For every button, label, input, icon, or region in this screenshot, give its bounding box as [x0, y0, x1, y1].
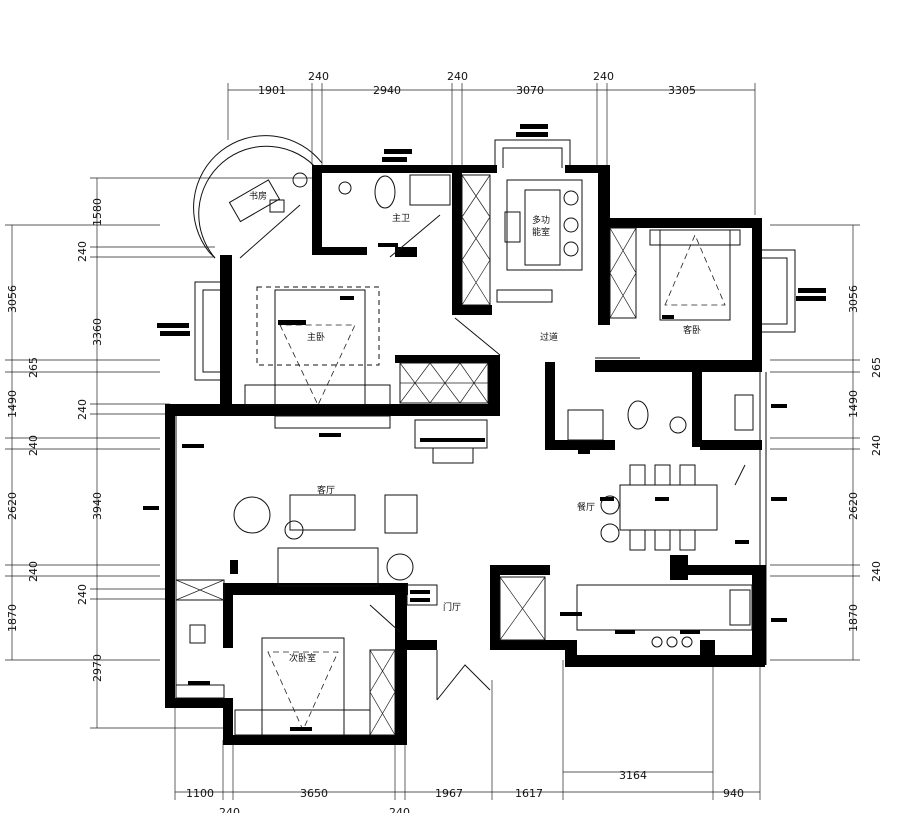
- dim-right-6: 240: [870, 561, 883, 582]
- dim-left-outer-2: 265: [27, 357, 40, 378]
- dim-bottom-3: 1967: [435, 787, 463, 800]
- room-corridor: 过道: [540, 331, 558, 343]
- dim-left-outer-6: 240: [27, 561, 40, 582]
- dim-left-inner-5: 3940: [91, 492, 104, 520]
- dimension-lines: [5, 83, 860, 800]
- dim-left-outer-1: 3056: [6, 285, 19, 313]
- wardrobe-second: [369, 649, 396, 736]
- dim-left-outer-4: 240: [27, 435, 40, 456]
- dim-bottom-2: 3650: [300, 787, 328, 800]
- wardrobe-multi: [461, 174, 491, 306]
- wardrobe-foyer: [499, 576, 546, 641]
- dim-right-1: 3056: [847, 285, 860, 313]
- dim-bottom-4: 1617: [515, 787, 543, 800]
- dimension-labels-left-outer: 3056 265 1490 240 2620 240 1870: [6, 285, 40, 632]
- dim-right-2: 265: [870, 357, 883, 378]
- room-foyer: 门厅: [443, 601, 461, 613]
- room-dining-room: 餐厅: [577, 501, 595, 513]
- dim-left-inner-2: 240: [76, 241, 89, 262]
- dimension-labels-bottom: 1100 3650 1967 1617 3164 940 240 240: [186, 769, 744, 813]
- dim-top-1: 1901: [258, 84, 286, 97]
- dim-left-outer-7: 1870: [6, 604, 19, 632]
- room-labels: 书房 主卫 多功 能室 客卧 主卧 过道 客厅 餐厅 次卧室 门厅: [249, 190, 701, 664]
- dim-top-7: 3305: [668, 84, 696, 97]
- room-study: 书房: [249, 190, 267, 202]
- dim-right-5: 2620: [847, 492, 860, 520]
- dim-right-4: 240: [870, 435, 883, 456]
- dim-left-outer-3: 1490: [6, 390, 19, 418]
- dim-right-7: 1870: [847, 604, 860, 632]
- furniture: [175, 172, 754, 736]
- dim-bottom-6: 940: [723, 787, 744, 800]
- wardrobe-guest: [609, 227, 637, 319]
- room-master-bath: 主卫: [392, 212, 410, 224]
- room-multi-function-line2: 能室: [532, 226, 550, 238]
- dim-left-inner-3: 3360: [91, 318, 104, 346]
- dim-top-3: 2940: [373, 84, 401, 97]
- dimension-labels-top: 1901 240 2940 240 3070 240 3305: [258, 70, 696, 97]
- dim-left-inner-7: 2970: [91, 654, 104, 682]
- dim-left-inner-6: 240: [76, 584, 89, 605]
- dim-bottom-cut-2: 240: [389, 806, 410, 813]
- walls: [165, 165, 766, 745]
- room-living-room: 客厅: [317, 484, 335, 496]
- room-multi-function-line1: 多功: [532, 214, 550, 226]
- dim-left-inner-1: 1580: [91, 198, 104, 226]
- dimension-labels-left-inner: 1580 240 3360 240 3940 240 2970: [76, 198, 104, 682]
- dim-bottom-1: 1100: [186, 787, 214, 800]
- dim-right-3: 1490: [847, 390, 860, 418]
- room-second-bedroom: 次卧室: [289, 652, 316, 664]
- dim-top-6: 240: [593, 70, 614, 83]
- dimension-labels-right: 3056 265 1490 240 2620 240 1870: [847, 285, 883, 632]
- dim-left-outer-5: 2620: [6, 492, 19, 520]
- annotation-bars: [143, 124, 826, 731]
- doors: [239, 204, 746, 701]
- room-master-bedroom: 主卧: [307, 331, 325, 343]
- dim-top-4: 240: [447, 70, 468, 83]
- room-guest-bedroom: 客卧: [683, 324, 701, 336]
- dim-top-5: 3070: [516, 84, 544, 97]
- wardrobe-master: [399, 362, 489, 404]
- dim-left-inner-4: 240: [76, 399, 89, 420]
- dim-bottom-cut-1: 240: [219, 806, 240, 813]
- dim-top-2: 240: [308, 70, 329, 83]
- dim-bottom-5: 3164: [619, 769, 647, 782]
